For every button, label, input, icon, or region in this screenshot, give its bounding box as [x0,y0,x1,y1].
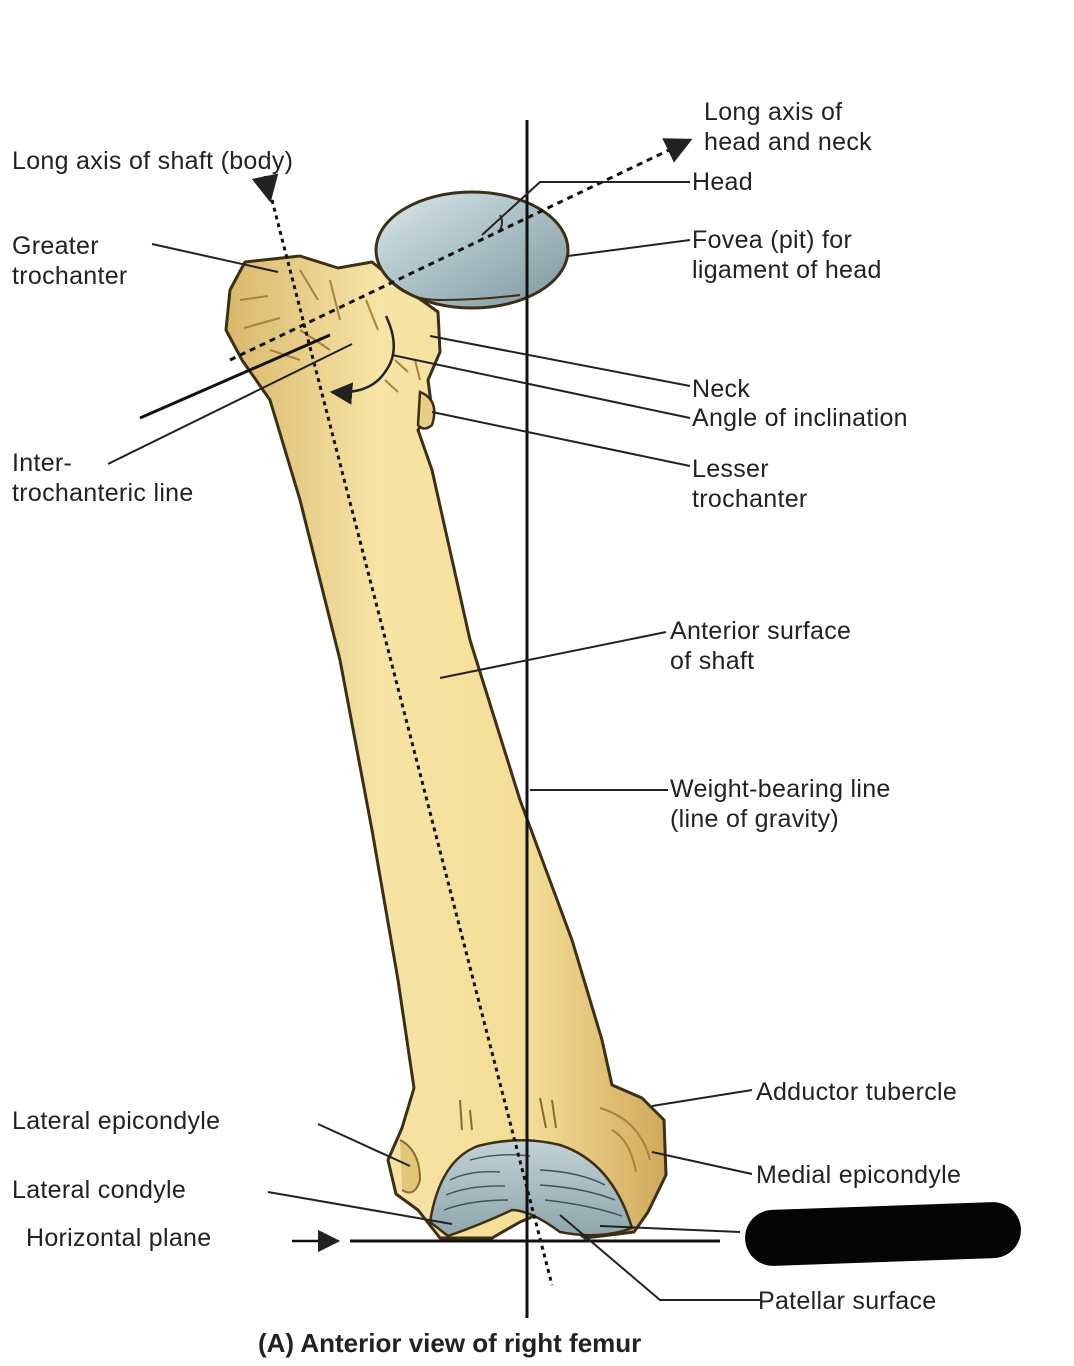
figure-caption: (A) Anterior view of right femur [258,1328,642,1358]
label-lesser-trochanter: Lesser trochanter [692,455,808,513]
femur-bone [224,254,668,1240]
label-lateral-condyle: Lateral condyle [12,1176,187,1204]
redaction-mark [744,1201,1022,1267]
label-lateral-epicondyle: Lateral epicondyle [12,1107,221,1135]
leader-lines [107,181,760,1301]
label-adductor-tubercle: Adductor tubercle [756,1078,958,1106]
label-weight-bearing-line: Weight-bearing line (line of gravity) [670,775,891,833]
label-patellar-surface: Patellar surface [758,1287,937,1315]
patellar-striations [443,1153,623,1217]
label-intertrochanteric-line: Inter- trochanteric line [12,449,194,507]
label-angle-of-inclination: Angle of inclination [692,404,908,432]
label-head: Head [692,168,753,196]
label-medial-epicondyle: Medial epicondyle [756,1161,962,1189]
label-greater-trochanter: Greater trochanter [12,232,128,290]
lateral-epicondyle-shading [399,1139,422,1194]
lesser-trochanter [416,390,436,430]
label-fovea: Fovea (pit) for ligament of head [692,226,882,284]
label-anterior-surface-of-shaft: Anterior surface of shaft [670,617,852,675]
head-neck-axis-line [229,138,693,362]
shaft-axis-line [270,199,554,1286]
label-neck: Neck [692,375,751,403]
label-long-axis-head-neck: Long axis of head and neck [704,98,872,156]
inclination-arc [329,315,395,405]
femoral-head [374,190,570,310]
patellar-surface [428,1139,634,1238]
label-horizontal-plane: Horizontal plane [26,1224,212,1252]
label-long-axis-shaft: Long axis of shaft (body) [12,147,294,175]
